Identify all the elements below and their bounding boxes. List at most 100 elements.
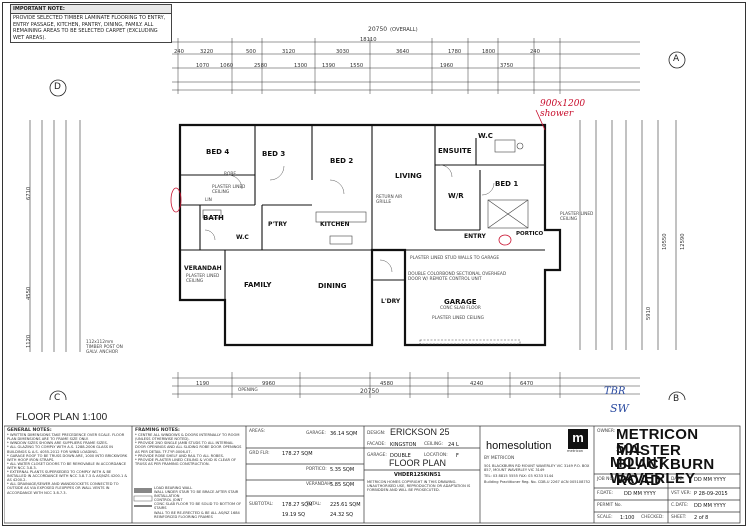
grid-bubble-b bbox=[668, 391, 686, 400]
ceiling-value: 24 L bbox=[448, 442, 459, 448]
grid-bubble-d bbox=[49, 79, 67, 97]
handwritten-blue-note-2: SW bbox=[610, 402, 629, 415]
overall-width-top: 20750 bbox=[368, 26, 388, 33]
room-robe-label: ROBE bbox=[224, 172, 237, 177]
brand-name: homesolution bbox=[486, 440, 552, 452]
sheet-code: VHDER125KIN51 bbox=[394, 472, 441, 478]
grid-bubble-c bbox=[49, 390, 67, 400]
garage-type-label: GARAGE: bbox=[367, 453, 387, 458]
owner-value: METRICON MASTER bbox=[616, 426, 699, 459]
room-laundry: L'DRY bbox=[381, 298, 401, 305]
annotation-garage-walls: PLASTER LINED STUD WALLS TO GARAGE bbox=[410, 256, 500, 261]
bottom-dim-3: 4580 bbox=[380, 381, 394, 387]
top-dim-row2-6: 1550 bbox=[350, 63, 364, 69]
room-wc1: W.C bbox=[478, 132, 493, 140]
framing-note-1: * CENTRE ALL WINDOWS & DOORS INTERNALLY … bbox=[135, 433, 240, 442]
room-family: FAMILY bbox=[244, 281, 272, 289]
bottom-dim-5: 6470 bbox=[520, 381, 534, 387]
handwritten-red-note: 900x1200 shower bbox=[540, 99, 586, 119]
area-verandah-value: 5.85 SQM bbox=[330, 482, 355, 488]
top-dim-8: 1800 bbox=[482, 49, 496, 55]
top-dim-row2-5: 1390 bbox=[322, 63, 336, 69]
annotation-garage-floor: CONC SLAB FLOOR bbox=[440, 306, 481, 311]
scale-label: SCALE: bbox=[597, 515, 613, 520]
top-dim-7: 1780 bbox=[448, 49, 462, 55]
metricon-logo-sub: metricon bbox=[567, 449, 584, 453]
framing-note-4: * PROVIDE PLASTER LINED CEILING & VOID I… bbox=[135, 457, 237, 466]
top-dim-6: 3640 bbox=[396, 49, 410, 55]
legend-item-2: WALL UNDER STAIR TO BE BRACE AFTER STAIR… bbox=[154, 490, 239, 499]
permit-label: PERMIT No. bbox=[597, 503, 622, 508]
area-grd-flr-value: 178.27 SQM bbox=[282, 451, 313, 457]
important-note-heading: IMPORTANT NOTE: bbox=[11, 5, 171, 15]
left-dim-2: 4550 bbox=[26, 286, 32, 300]
design-value: ERICKSON 25 bbox=[390, 427, 450, 437]
room-bath: BATH bbox=[203, 214, 224, 222]
room-bed4: BED 4 bbox=[206, 148, 230, 156]
room-dining: DINING bbox=[318, 282, 347, 290]
annotation-opening: OPENING bbox=[238, 388, 258, 393]
bottom-dim-4: 4240 bbox=[470, 381, 484, 387]
date-value: DD MM YYYY bbox=[694, 477, 726, 483]
room-entry: ENTRY bbox=[464, 233, 486, 240]
cdate-value: DD MM YYYY bbox=[694, 503, 726, 509]
area-portico-value: 5.35 SQM bbox=[330, 467, 355, 473]
general-note-3: * ALL GLAZING TO COMPLY WITH A.S. 1288-2… bbox=[7, 445, 113, 454]
important-note-box: IMPORTANT NOTE: PROVIDE SELECTED TIMBER … bbox=[10, 4, 172, 44]
general-note-5: * ALL WATER CLOSET DOORS TO BE REMOVABLE… bbox=[7, 461, 127, 470]
top-dim-2: 3220 bbox=[200, 49, 214, 55]
metricon-logo: m bbox=[568, 429, 588, 449]
vst-label: VST VER: bbox=[671, 491, 692, 496]
handwritten-blue-note-1: TBR bbox=[604, 386, 626, 397]
legend-item-4: CONC SLAB FLOOR TO BE SOLID TO BOTTOM OF… bbox=[154, 502, 242, 511]
bottom-dim-1: 1190 bbox=[196, 381, 210, 387]
area-total-value: 225.61 SQM bbox=[330, 502, 361, 508]
left-dim-3: 1120 bbox=[26, 334, 32, 348]
general-notes-heading: GENERAL NOTES: bbox=[7, 428, 52, 433]
grid-bubble-a bbox=[668, 51, 686, 69]
top-dim-row2-4: 1300 bbox=[294, 63, 308, 69]
general-note-2: * WINDOW SIZES SHOWN ARE SUPPLIERS FRAME… bbox=[7, 441, 108, 446]
room-wc2: W.C bbox=[236, 234, 249, 241]
legend-item-1: LOAD BEARING WALL bbox=[154, 486, 193, 490]
top-dim-row2-3: 2580 bbox=[254, 63, 268, 69]
bottom-dim-2: 9960 bbox=[262, 381, 276, 387]
checked-label: CHECKED: bbox=[641, 515, 664, 520]
copyright-text: METRICON HOMES COPYRIGHT IN THIS DRAWING… bbox=[367, 480, 471, 493]
cdate-label: C.DATE: bbox=[671, 503, 689, 508]
area-subtotal-squares: 19.19 SQ bbox=[282, 512, 306, 518]
top-dim-row2-7: 1960 bbox=[440, 63, 454, 69]
legend-item-6: REINFORCED FLOORING FRAMES bbox=[154, 514, 213, 519]
scale-value: 1:100 bbox=[620, 515, 635, 521]
room-living: LIVING bbox=[395, 172, 422, 180]
grid-label-a: A bbox=[673, 54, 680, 64]
area-garage-label: GARAGE: bbox=[306, 431, 326, 436]
top-dim-row2-8: 3750 bbox=[500, 63, 514, 69]
room-verandah: VERANDAH bbox=[184, 265, 222, 272]
room-bed1: BED 1 bbox=[495, 180, 519, 188]
location-label: LOCATION: bbox=[424, 453, 448, 458]
legend-list: LOAD BEARING WALL WALL UNDER STAIR TO BE… bbox=[154, 486, 244, 519]
floor-plan-drawing bbox=[29, 38, 686, 400]
framing-note-2: * PROVIDE 2NO SINGLE JAMB STUDS TO ALL I… bbox=[135, 441, 242, 454]
brand-address: 501 BLACKBURN RD MOUNT WAVERLEY VIC 3149… bbox=[484, 464, 590, 473]
room-ensuite: ENSUITE bbox=[438, 147, 472, 155]
framing-notes: FRAMING NOTES: * CENTRE ALL WINDOWS & DO… bbox=[135, 428, 243, 466]
grid-label-c: C bbox=[54, 393, 61, 403]
grid-label-d: D bbox=[54, 82, 61, 92]
left-dim-1: 6710 bbox=[26, 186, 32, 200]
areas-label: AREAS: bbox=[249, 429, 266, 434]
top-dim-1: 240 bbox=[174, 49, 184, 55]
location-value: F bbox=[456, 453, 459, 459]
area-total-squares: 24.32 SQ bbox=[330, 512, 354, 518]
room-garage: GARAGE bbox=[444, 298, 477, 306]
sheet-value: 2 of 8 bbox=[694, 515, 709, 521]
right-dim-3: 5910 bbox=[646, 306, 652, 320]
annotation-return-air: RETURN AIR GRILLE bbox=[376, 195, 403, 205]
date-label: DATE: bbox=[671, 477, 684, 482]
fdate-value: DD MM YYYY bbox=[624, 491, 656, 497]
facade-label: FACADE: bbox=[367, 442, 386, 447]
top-dim-9: 240 bbox=[530, 49, 540, 55]
annotation-lined-ceiling: PLASTER LINED CEILING bbox=[212, 185, 246, 195]
